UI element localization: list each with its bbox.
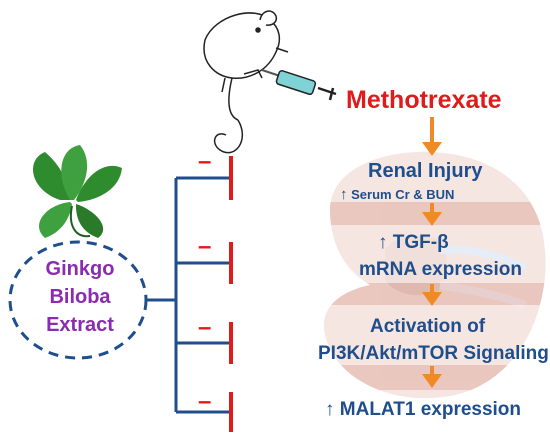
step3-line2: PI3K/Akt/mTOR Signaling <box>318 343 549 364</box>
step2-line2: mRNA expression <box>359 259 522 280</box>
step2-line1-text: TGF-β <box>392 232 449 253</box>
step4-text: MALAT1 expression <box>339 399 522 420</box>
step1-sub-text: Serum Cr & BUN <box>351 187 455 202</box>
extract-line2: Biloba <box>49 286 111 308</box>
up-arrow-icon: ↑ <box>325 399 335 420</box>
mouse-icon <box>203 10 289 154</box>
minus-sign-1: – <box>198 148 212 175</box>
minus-sign-4: – <box>198 388 212 415</box>
step1-title: Renal Injury <box>368 160 483 182</box>
step2-line1: ↑ TGF-β <box>378 232 449 254</box>
minus-sign-2: – <box>198 233 212 260</box>
up-arrow-icon: ↑ <box>340 186 348 203</box>
extract-line3: Extract <box>46 314 114 336</box>
up-arrow-icon: ↑ <box>378 232 388 253</box>
extract-line1: Ginkgo <box>45 258 115 280</box>
inhibition-bracket <box>146 176 231 414</box>
minus-sign-3: – <box>198 314 212 341</box>
step3-line1: Activation of <box>370 316 486 337</box>
syringe-icon <box>261 69 337 101</box>
step4: ↑ MALAT1 expression <box>325 399 521 421</box>
step1-sub: ↑ Serum Cr & BUN <box>340 186 454 203</box>
cascade-arrows <box>422 117 442 388</box>
ginkgo-leaf-icon <box>33 145 122 238</box>
drug-label: Methotrexate <box>346 86 502 114</box>
